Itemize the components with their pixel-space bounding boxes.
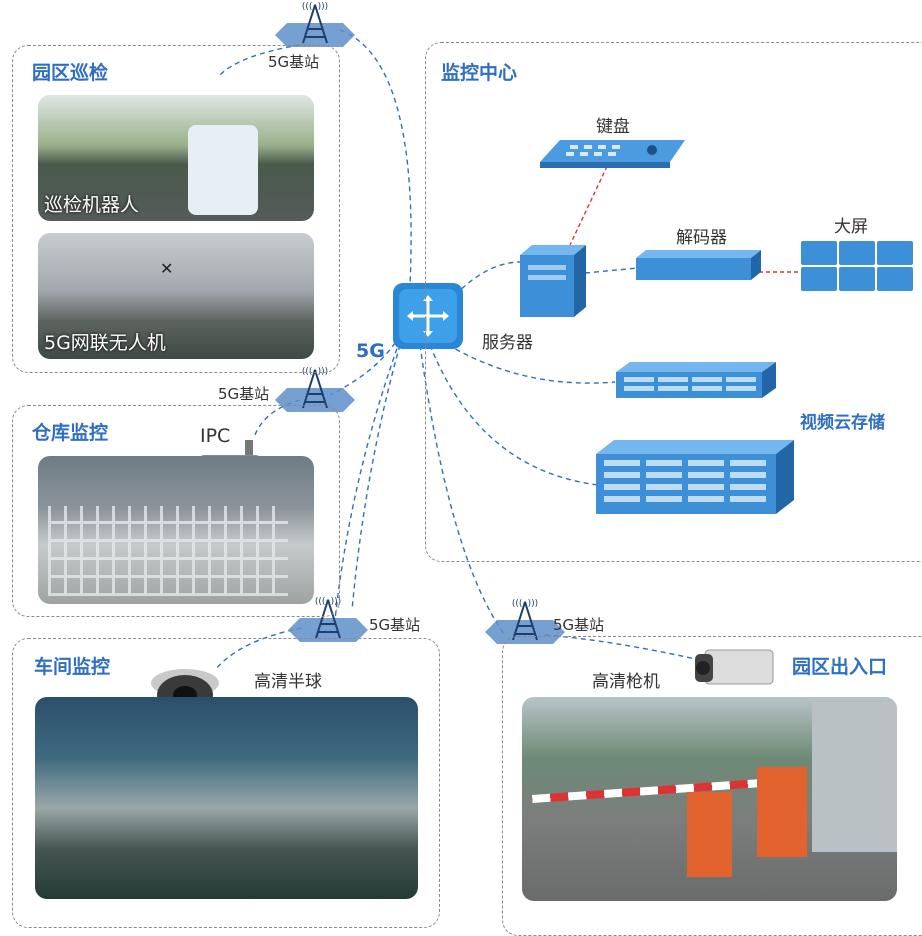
warehouse-title: 仓库监控 (32, 422, 109, 444)
base-station-workshop-label: 5G基站 (369, 616, 421, 634)
link-gate-tower (419, 344, 506, 636)
drone-photo: ✕ 5G网联无人机 (38, 233, 314, 359)
ticket-machine (757, 767, 807, 857)
guard-booth (812, 702, 897, 852)
decoder-icon (636, 250, 761, 280)
cage-stacks (48, 506, 288, 596)
workshop-title: 车间监控 (34, 656, 111, 678)
link-server (454, 261, 526, 296)
video-wall-icon (799, 239, 915, 293)
tower-icon: (((•))) (275, 2, 355, 47)
keyboard-label: 键盘 (596, 117, 630, 137)
warehouse-section (12, 405, 340, 617)
router-icon (393, 283, 463, 349)
drone-icon: ✕ (160, 259, 174, 278)
big-screen-label: 大屏 (834, 217, 868, 237)
base-station-gate-label: 5G基站 (553, 616, 605, 634)
robot-body (188, 125, 258, 215)
gate-title: 园区出入口 (792, 656, 888, 678)
warehouse-photo (38, 456, 314, 604)
monitor-center-title: 监控中心 (441, 62, 518, 84)
hub-label: 5G (356, 340, 385, 362)
patrol-title: 园区巡检 (32, 62, 109, 84)
link-top-tower-patrol (219, 44, 301, 76)
link-bullet (544, 634, 701, 661)
workshop-photo (35, 697, 418, 899)
svg-text:(((•))): (((•))) (302, 2, 328, 12)
robot-caption: 巡检机器人 (44, 194, 140, 216)
robot-photo: 巡检机器人 (38, 95, 314, 221)
svg-text:(((•))): (((•))) (512, 599, 538, 609)
patrol-section (12, 45, 340, 373)
ipc-label: IPC (200, 425, 231, 447)
base-station-warehouse-label: 5G基站 (218, 385, 270, 403)
barrier-gate (687, 792, 732, 877)
cloud-storage-label: 视频云存储 (800, 413, 885, 433)
monitor-center-section (425, 42, 922, 562)
link-storage-1 (439, 339, 616, 384)
storage-icon (596, 440, 794, 514)
tower-icon: (((•))) (485, 599, 565, 644)
dome-camera-label: 高清半球 (254, 672, 322, 692)
drone-caption: 5G网联无人机 (44, 332, 166, 354)
link-ipc (254, 399, 301, 436)
base-station-top-label: 5G基站 (268, 53, 320, 71)
link-keyboard-server (569, 159, 611, 246)
keyboard-icon (540, 140, 685, 168)
storage-icon (616, 362, 776, 398)
bullet-camera-label: 高清枪机 (592, 672, 660, 692)
server-label: 服务器 (482, 333, 533, 353)
bullet-camera-icon (695, 649, 774, 685)
link-storage-2 (429, 344, 599, 486)
server-icon (520, 245, 586, 317)
decoder-label: 解码器 (676, 228, 727, 248)
link-top-tower (339, 29, 412, 286)
link-workshop-tower-2 (351, 344, 401, 611)
gate-photo (522, 697, 897, 901)
